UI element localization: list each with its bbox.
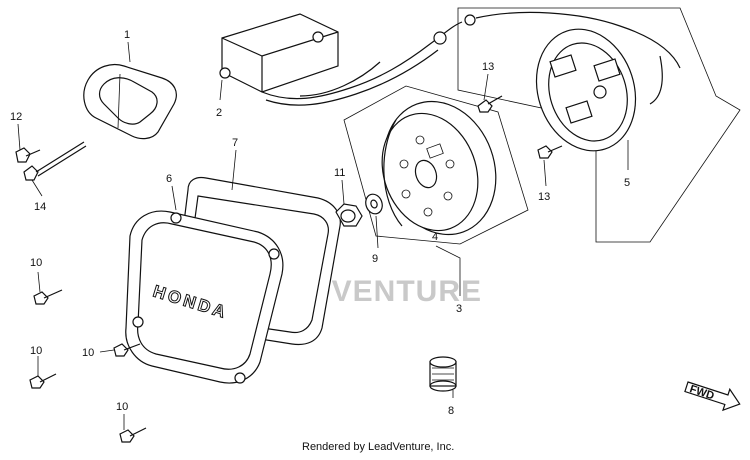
leader-lines <box>17 41 629 430</box>
callout-2: 2 <box>216 107 222 119</box>
callout-10-b: 10 <box>82 347 94 359</box>
bolt-13-b <box>537 145 563 159</box>
callout-5: 5 <box>624 177 630 189</box>
callout-13-b: 13 <box>538 191 550 203</box>
bolt-13-a <box>477 95 503 113</box>
bolt-10-a <box>33 289 63 305</box>
callout-8: 8 <box>448 405 454 417</box>
part-2-cdi-unit <box>219 11 681 106</box>
part-5-outline <box>457 7 741 243</box>
forward-arrow-icon: FWD <box>684 381 741 412</box>
part-4-flywheel <box>381 100 497 236</box>
callout-7: 7 <box>232 137 238 149</box>
bolt-10-c <box>29 373 57 389</box>
callout-3: 3 <box>456 303 462 315</box>
callout-4: 4 <box>432 231 438 243</box>
render-credit: Rendered by LeadVenture, Inc. <box>302 441 454 453</box>
fwd-label: FWD <box>688 383 716 402</box>
part-8-plug <box>429 356 457 392</box>
part-5-stator <box>535 28 637 152</box>
callout-13-a: 13 <box>482 61 494 73</box>
part-6-cover: HONDA <box>125 210 284 384</box>
callout-12: 12 <box>10 111 22 123</box>
callout-14: 14 <box>34 201 46 213</box>
callout-10-d: 10 <box>116 401 128 413</box>
part-1-bracket <box>83 63 177 140</box>
bolt-10-d <box>119 427 147 443</box>
part-9-washer <box>365 193 383 215</box>
callout-6: 6 <box>166 173 172 185</box>
bolt-14 <box>23 141 87 181</box>
callout-11: 11 <box>334 167 345 179</box>
callout-9: 9 <box>372 253 378 265</box>
part-4-outline <box>343 85 529 245</box>
callout-1: 1 <box>124 29 130 41</box>
bolt-10-b <box>113 343 141 357</box>
bolt-12 <box>15 147 41 163</box>
callout-10-c: 10 <box>30 345 42 357</box>
callout-10-a: 10 <box>30 257 42 269</box>
